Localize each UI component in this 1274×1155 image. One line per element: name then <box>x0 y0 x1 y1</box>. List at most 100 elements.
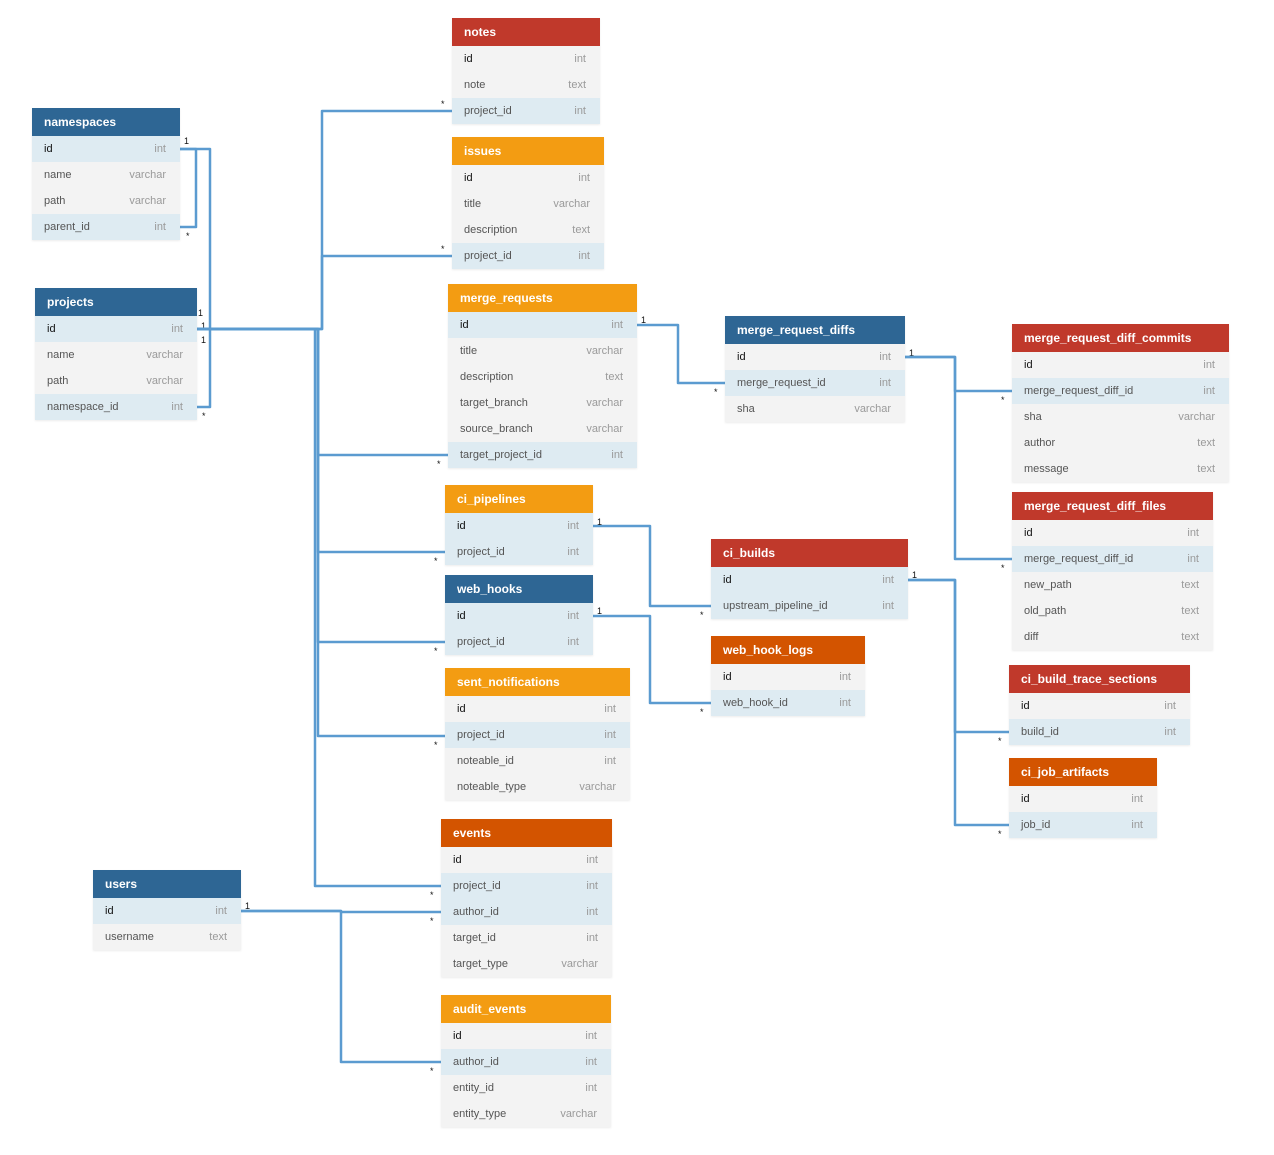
field-type: int <box>567 546 579 558</box>
field-type: text <box>1181 605 1199 617</box>
table-field-row[interactable]: target_branch varchar <box>448 390 637 416</box>
field-name: noteable_id <box>457 755 514 767</box>
field-name: path <box>47 375 69 387</box>
field-name: old_path <box>1024 605 1067 617</box>
field-name: id <box>1021 793 1030 805</box>
cardinality-many: * <box>434 740 438 750</box>
relationship-line <box>593 524 711 608</box>
field-type: varchar <box>586 397 623 409</box>
relationship-line <box>197 109 452 331</box>
cardinality-one: 1 <box>641 315 646 325</box>
relationship-line <box>197 327 448 457</box>
cardinality-one: 1 <box>201 321 206 331</box>
field-type: int <box>567 636 579 648</box>
field-name: path <box>44 195 66 207</box>
table-title: ci_pipelines <box>445 485 593 513</box>
relationship-line <box>637 323 725 385</box>
table-field-row[interactable]: old_path text <box>1012 598 1213 624</box>
field-name: diff <box>1024 631 1039 643</box>
field-name: id <box>457 610 466 622</box>
field-name: target_branch <box>460 397 528 409</box>
